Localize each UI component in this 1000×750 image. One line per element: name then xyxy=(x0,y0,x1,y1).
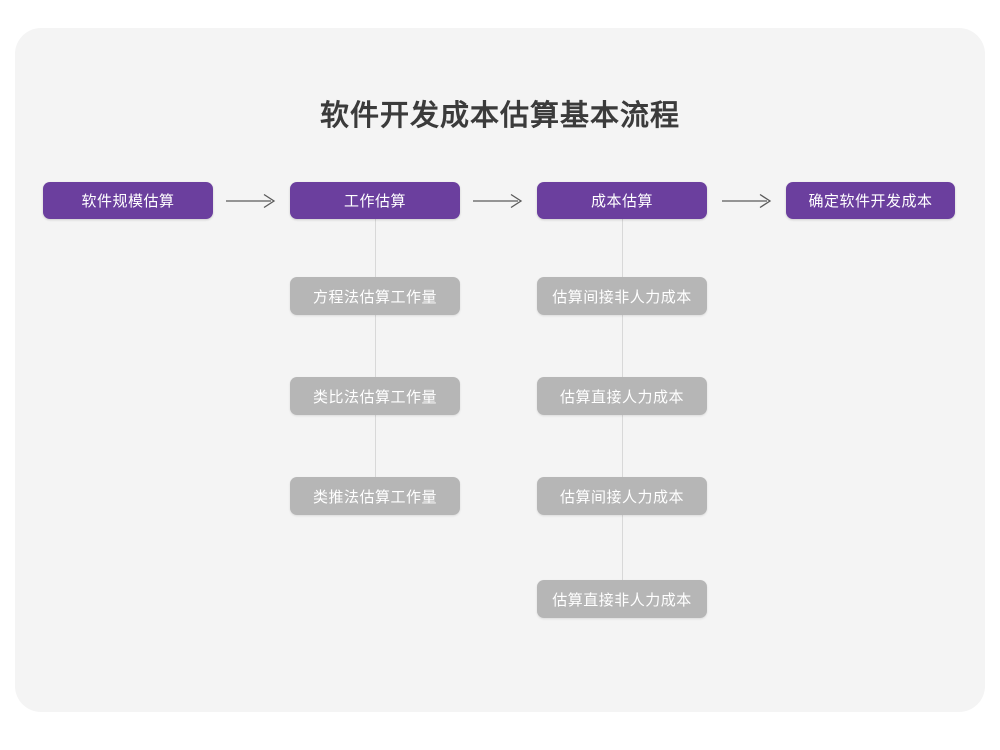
sub-node-indirect-nonlabor-cost[interactable]: 估算间接非人力成本 xyxy=(537,277,707,315)
flow-node-cost-estimation[interactable]: 成本估算 xyxy=(537,182,707,219)
page-title: 软件开发成本估算基本流程 xyxy=(319,100,680,132)
arrow-right-icon-1 xyxy=(226,192,278,210)
flow-node-determine-development-cost[interactable]: 确定软件开发成本 xyxy=(786,182,955,219)
sub-node-direct-labor-cost[interactable]: 估算直接人力成本 xyxy=(537,377,707,415)
arrow-right-icon-3 xyxy=(722,192,774,210)
sub-node-indirect-labor-cost[interactable]: 估算间接人力成本 xyxy=(537,477,707,515)
connector-line-work-branch xyxy=(375,219,376,515)
sub-node-inference-method-workload[interactable]: 类推法估算工作量 xyxy=(290,477,460,515)
sub-node-analogy-method-workload[interactable]: 类比法估算工作量 xyxy=(290,377,460,415)
connector-line-cost-branch xyxy=(622,219,623,618)
diagram-canvas xyxy=(15,28,985,712)
flow-node-work-estimation[interactable]: 工作估算 xyxy=(290,182,460,219)
arrow-right-icon-2 xyxy=(473,192,525,210)
sub-node-equation-method-workload[interactable]: 方程法估算工作量 xyxy=(290,277,460,315)
flow-node-software-scale-estimation[interactable]: 软件规模估算 xyxy=(43,182,213,219)
sub-node-direct-nonlabor-cost[interactable]: 估算直接非人力成本 xyxy=(537,580,707,618)
